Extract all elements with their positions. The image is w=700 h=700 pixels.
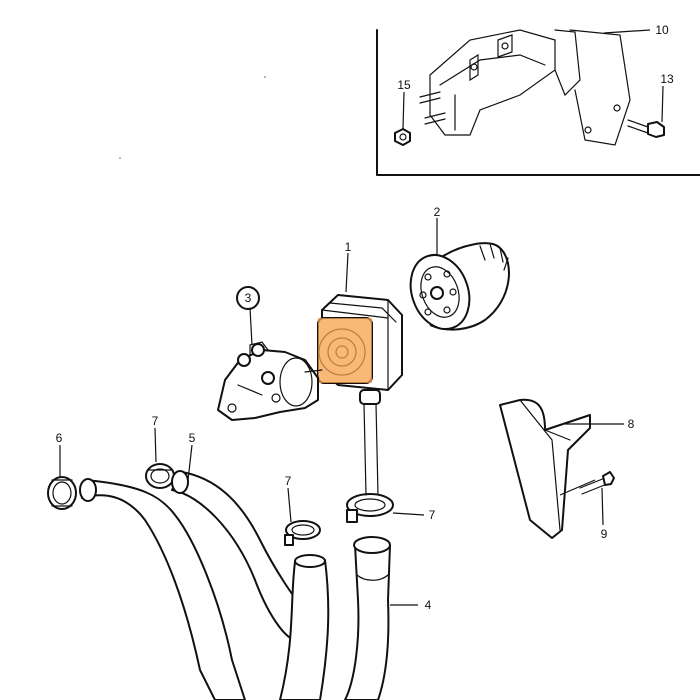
adapter-housing [217,341,323,421]
callout-4: 4 [425,598,432,612]
callout-10: 10 [655,23,669,37]
callout-13: 13 [660,72,674,86]
callout-3: 3 [245,291,252,305]
clamp-7c [346,493,394,523]
callout-7b: 7 [285,474,292,488]
callout-8: 8 [628,417,635,431]
clamp-7b [284,520,321,546]
callout-15: 15 [397,78,411,92]
callout-7a: 7 [152,414,159,428]
hose-7b [279,554,330,700]
nut-15 [394,128,411,146]
bolt-9 [579,477,608,495]
cooler-outlet-pipe [363,403,379,496]
clamp-7a [145,463,175,489]
hose-5-6 [79,470,306,700]
oil-filter [409,242,510,331]
callout-1: 1 [345,240,352,254]
highlight-region [318,318,372,383]
bracket-8 [499,398,591,539]
callout-3-circle [236,286,260,310]
clamp-6 [47,476,77,510]
callout-6: 6 [56,431,63,445]
callout-2: 2 [434,205,441,219]
inset-frame [376,29,700,176]
callout-9: 9 [601,527,608,541]
leader-lines [59,29,664,606]
callout-7c: 7 [429,508,436,522]
hose-4 [344,536,391,700]
bolt-13 [647,121,665,138]
inset-detail [376,29,700,176]
callout-5: 5 [189,431,196,445]
